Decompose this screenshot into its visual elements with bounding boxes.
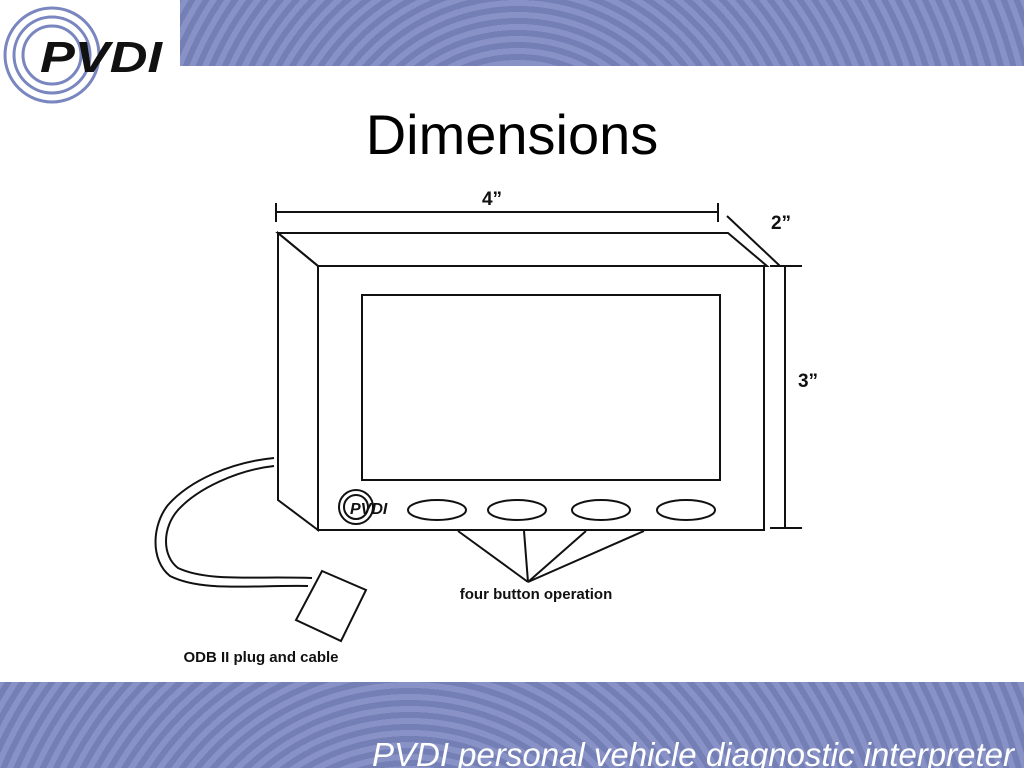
width-label: 4” — [482, 189, 502, 210]
footer-text: PVDI personal vehicle diagnostic interpr… — [371, 736, 1014, 768]
height-label: 3” — [798, 371, 818, 392]
device-diagram: 4” 2” 3” PVDI four button operation ODB … — [154, 189, 818, 666]
device-button-3 — [571, 499, 631, 521]
device-button-1 — [407, 499, 467, 521]
button-leader-line — [457, 530, 529, 583]
depth-dimension-line — [726, 215, 781, 267]
device-button-4 — [656, 499, 716, 521]
pvdi-logo: PVDI — [3, 6, 163, 104]
logo-ring — [12, 15, 92, 95]
device-back-panel — [275, 232, 770, 267]
footer-band: PVDI personal vehicle diagnostic interpr… — [0, 682, 1024, 768]
depth-label: 2” — [771, 213, 791, 234]
header-band — [180, 0, 1024, 66]
slide-title: Dimensions — [365, 103, 659, 166]
obd-cable — [165, 465, 313, 579]
obd-plug — [294, 569, 368, 643]
device-logo-ring — [338, 489, 374, 525]
plug-label: ODB II plug and cable — [183, 649, 338, 666]
device-logo-text: PVDI — [350, 501, 388, 518]
buttons-label: four button operation — [460, 586, 612, 603]
button-leader-line — [527, 530, 587, 583]
device-screen — [361, 294, 721, 481]
button-leader-line — [527, 530, 645, 583]
device-button-2 — [487, 499, 547, 521]
button-leader-line — [523, 530, 529, 583]
device-front-panel — [317, 265, 765, 531]
logo-ring — [21, 24, 83, 86]
logo-ring — [3, 6, 101, 104]
logo-text: PVDI — [40, 33, 163, 82]
obd-cable — [154, 457, 309, 588]
device-logo-ring — [343, 494, 369, 520]
device-side-panel — [277, 230, 319, 532]
